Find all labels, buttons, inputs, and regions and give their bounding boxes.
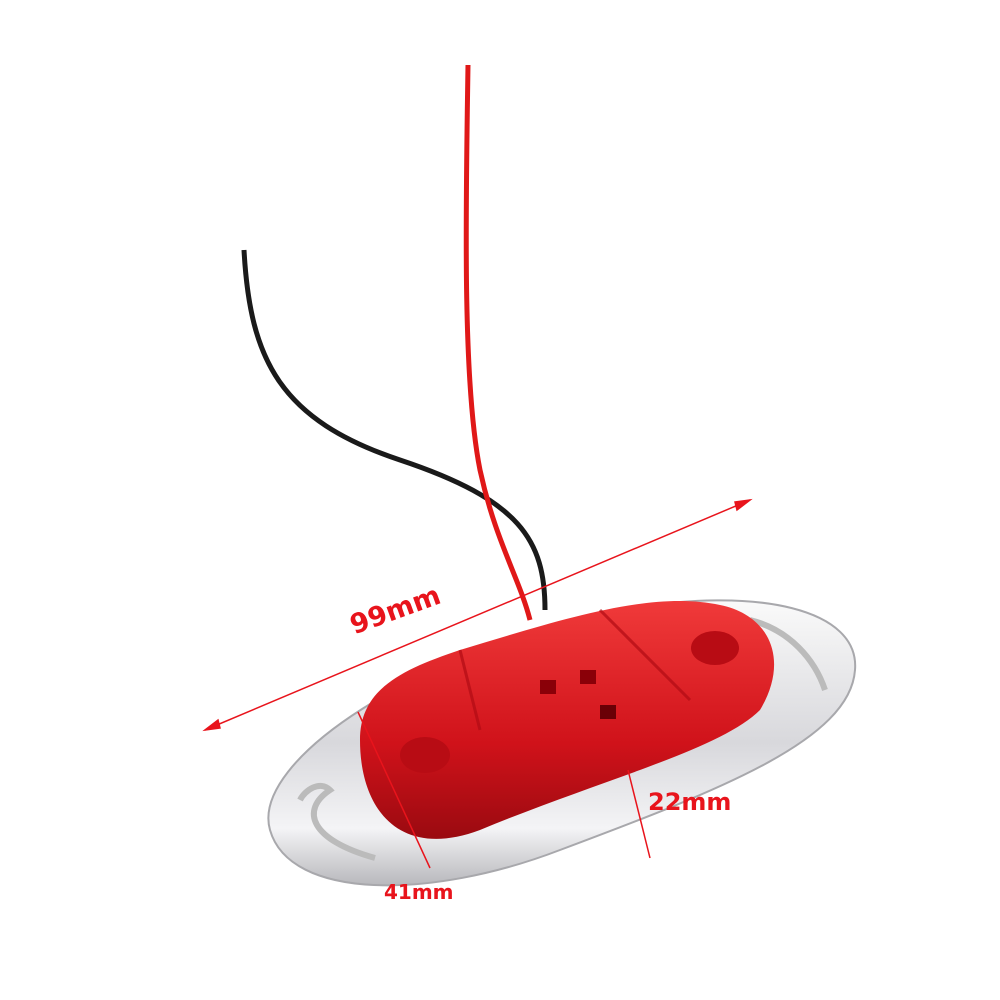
length-arrow xyxy=(204,499,751,731)
dimension-lines xyxy=(202,498,753,869)
red-wire xyxy=(463,64,533,621)
black-wire xyxy=(241,249,548,611)
width-arrow xyxy=(357,711,431,869)
height-label: 22mm xyxy=(648,788,732,816)
red-lens xyxy=(360,601,775,839)
height-arrow xyxy=(627,769,651,859)
width-label: 41mm xyxy=(384,880,454,904)
